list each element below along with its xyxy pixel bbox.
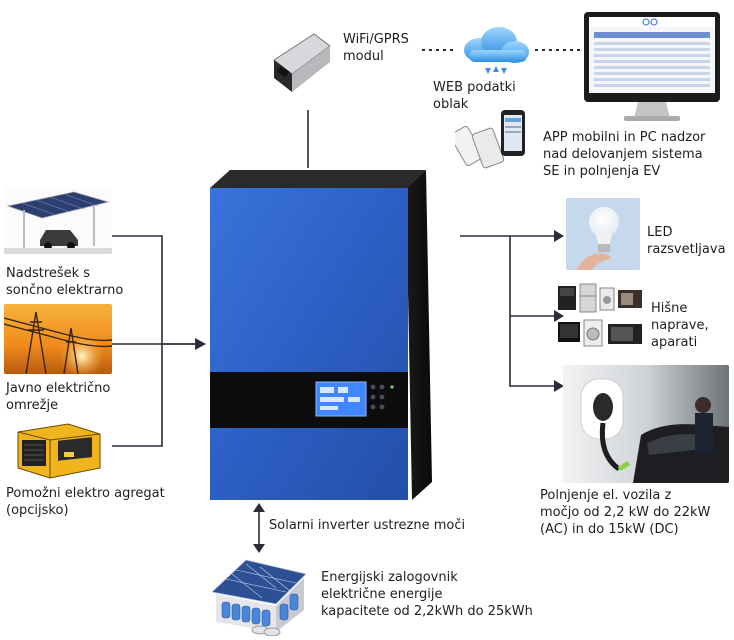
phone-icon [449, 108, 533, 170]
inverter-icon [206, 166, 436, 504]
ev-label-line: Polnjenje el. vozila z [540, 488, 672, 503]
led-label-line: razsvetljava [647, 242, 726, 257]
appliances-label-line: naprave, [651, 318, 709, 333]
wifi-label-line: modul [343, 49, 384, 64]
grid-label: Javno električno omrežje [6, 380, 110, 414]
battery-label-line: kapacitete od 2,2kWh do 25kWh [321, 604, 533, 619]
ev-charger-icon [563, 365, 729, 483]
app-label-line: APP mobilni in PC nadzor [543, 130, 706, 145]
appliances-label: Hišne naprave, aparati [651, 300, 709, 351]
generator-label: Pomožni elektro agregat (opcijsko) [6, 485, 165, 519]
wifi-label-line: WiFi/GPRS [343, 32, 409, 47]
solar-carport-icon [4, 188, 112, 254]
battery-house-icon [206, 552, 312, 637]
cloud-icon [455, 24, 535, 79]
led-label-line: LED [647, 225, 673, 240]
grid-label-line: omrežje [6, 398, 59, 413]
grid-label-line: Javno električno [6, 381, 111, 396]
battery-label-line: električne energije [321, 587, 443, 602]
battery-label: Energijski zalogovnik električne energij… [321, 569, 533, 620]
app-label-line: nad delovanjem sistema [543, 147, 703, 162]
cloud-label-line: WEB podatki [433, 80, 516, 95]
power-grid-icon [4, 304, 112, 374]
led-label: LED razsvetljava [647, 224, 726, 258]
cloud-label-line: oblak [433, 97, 469, 112]
generator-icon [8, 418, 104, 480]
inverter-label: Solarni inverter ustrezne moči [269, 518, 466, 533]
appliances-label-line: aparati [651, 335, 698, 350]
solar-roof-label-line: sončno elektrarno [6, 283, 124, 298]
ev-label: Polnjenje el. vozila z močjo od 2,2 kW d… [540, 487, 710, 538]
app-label-line: SE in polnjenja EV [543, 164, 661, 179]
generator-label-line: (opcijsko) [6, 503, 69, 518]
generator-label-line: Pomožni elektro agregat [6, 486, 165, 501]
app-label: APP mobilni in PC nadzor nad delovanjem … [543, 129, 705, 180]
ev-label-line: močjo od 2,2 kW do 22kW [540, 505, 711, 520]
ev-label-line: (AC) in do 15kW (DC) [540, 522, 679, 537]
wifi-module-icon [266, 22, 334, 100]
led-bulb-icon [566, 198, 640, 270]
monitor-icon [584, 12, 720, 124]
battery-label-line: Energijski zalogovnik [321, 570, 458, 585]
appliances-icon [556, 282, 644, 354]
solar-roof-label: Nadstrešek s sončno elektrarno [6, 265, 123, 299]
cloud-label: WEB podatki oblak [433, 79, 516, 113]
wifi-label: WiFi/GPRS modul [343, 31, 409, 65]
appliances-label-line: Hišne [651, 301, 688, 316]
solar-roof-label-line: Nadstrešek s [6, 266, 91, 281]
